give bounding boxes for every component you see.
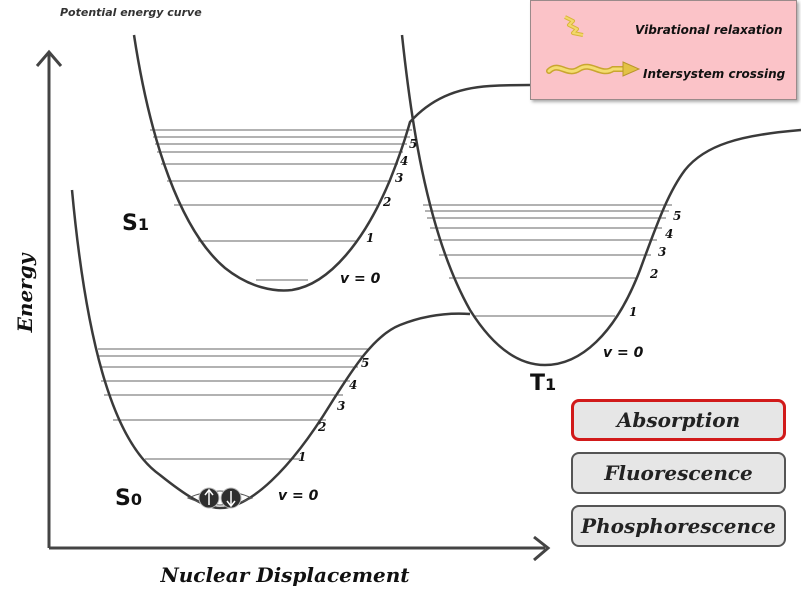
s1-state-label: S1 <box>122 211 149 236</box>
s1-potential-curve <box>132 34 531 292</box>
vibrational-relaxation-arrow-icon <box>564 15 584 37</box>
phosphorescence-button[interactable]: Phosphorescence <box>571 505 786 547</box>
fluorescence-button[interactable]: Fluorescence <box>571 452 786 494</box>
s0-v0-label: v = 0 <box>278 488 319 504</box>
y-axis-arrowhead <box>35 49 63 67</box>
intersystem-crossing-arrow-icon <box>546 61 641 77</box>
t1-vibrational-levels <box>423 204 672 317</box>
s1-level-1: 1 <box>366 231 374 245</box>
s1-v0-label: v = 0 <box>340 271 381 287</box>
s0-level-5: 5 <box>361 356 369 370</box>
s0-state-label: S0 <box>115 486 142 511</box>
t1-level-numbers: 1 2 3 4 5 <box>629 209 681 319</box>
s0-vibrational-levels <box>98 348 370 460</box>
t1-level-4: 4 <box>665 227 673 241</box>
t1-level-2: 2 <box>649 267 658 281</box>
y-axis-label: Energy <box>13 252 37 333</box>
t1-potential-curve <box>400 34 801 367</box>
electron-down-icon <box>220 487 242 509</box>
s1-vibrational-levels <box>150 129 412 281</box>
legend-intersystem-crossing: Intersystem crossing <box>643 67 786 81</box>
s1-level-5: 5 <box>409 137 417 151</box>
s0-level-numbers: 1 2 3 4 5 <box>298 356 369 464</box>
s1-level-4: 4 <box>400 154 408 168</box>
legend-vibrational-relaxation: Vibrational relaxation <box>635 23 783 37</box>
t1-level-3: 3 <box>658 245 666 259</box>
s1-level-2: 2 <box>382 195 391 209</box>
s1-level-numbers: 1 2 3 4 5 <box>366 137 417 245</box>
legend: Vibrational relaxation Intersystem cross… <box>530 0 797 100</box>
t1-state-label: T1 <box>530 371 556 396</box>
s0-level-1: 1 <box>298 450 306 464</box>
s0-level-3: 3 <box>337 399 345 413</box>
x-axis-arrowhead <box>533 535 551 562</box>
s0-level-2: 2 <box>317 420 326 434</box>
s1-level-3: 3 <box>395 171 403 185</box>
diagram-title: Potential energy curve <box>60 6 202 19</box>
t1-level-1: 1 <box>629 305 637 319</box>
t1-v0-label: v = 0 <box>603 345 644 361</box>
absorption-button[interactable]: Absorption <box>571 399 786 441</box>
t1-level-5: 5 <box>673 209 681 223</box>
s0-level-4: 4 <box>349 378 357 392</box>
x-axis-label: Nuclear Displacement <box>159 563 410 587</box>
electron-up-icon <box>198 487 220 509</box>
